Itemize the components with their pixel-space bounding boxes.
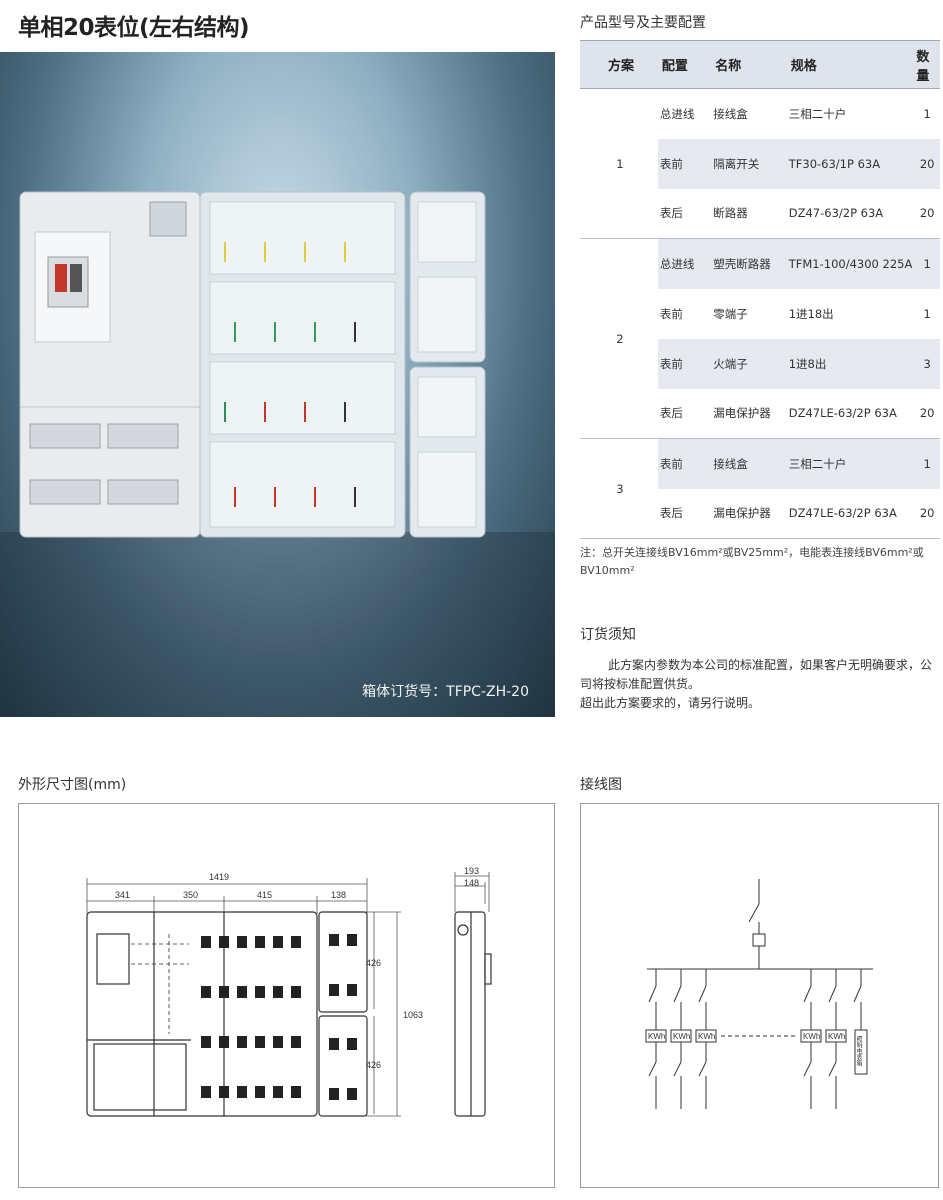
col-header-qty: 数量	[912, 40, 940, 89]
dim-width-2: 350	[183, 890, 198, 900]
qty-cell: 20	[912, 188, 940, 239]
name-cell: 火端子	[711, 338, 787, 389]
reserve-label: 照明电表箱	[855, 1036, 862, 1067]
scheme-cell: 1	[580, 88, 658, 239]
scheme-cell: 2	[580, 238, 658, 439]
dim-section-height-bottom: 426	[366, 1060, 381, 1070]
meter-label: KWh	[803, 1032, 820, 1041]
spec-cell: DZ47-63/2P 63A	[786, 188, 913, 239]
meter-label: KWh	[698, 1032, 715, 1041]
table-row: 表后 断路器 DZ47-63/2P 63A 20	[580, 188, 940, 239]
config-section-title: 产品型号及主要配置	[580, 15, 706, 31]
dim-width-1: 341	[115, 890, 130, 900]
qty-cell: 20	[912, 138, 940, 189]
config-cell: 表前	[657, 138, 712, 189]
spec-cell: DZ47LE-63/2P 63A	[786, 488, 913, 539]
dim-section-height-top: 426	[366, 958, 381, 968]
spec-cell: 1进18出	[788, 306, 834, 321]
order-line-2: 超出此方案要求的，请另行说明。	[580, 696, 761, 710]
dimension-drawing-box: 1419 341 350 415 138 1063 426 426	[18, 803, 555, 1188]
wiring-note: 注：总开关连接线BV16mm²或BV25mm²，电能表连接线BV6mm²或BV1…	[580, 546, 924, 577]
col-header-scheme: 方案	[580, 40, 658, 89]
name-cell: 漏电保护器	[711, 388, 787, 439]
spec-cell: TFM1-100/4300 225A	[786, 238, 913, 289]
qty-cell: 1	[912, 238, 940, 289]
dimension-section-title: 外形尺寸图(mm)	[18, 777, 127, 793]
dim-side-depth-outer: 193	[464, 866, 479, 876]
page-title: 单相20表位(左右结构)	[18, 15, 250, 41]
config-cell: 总进线	[659, 106, 695, 121]
qty-cell: 1	[923, 106, 931, 121]
col-header-config: 配置	[657, 40, 712, 89]
table-header-row: 方案 配置 名称 规格 数量	[580, 40, 940, 89]
dim-total-width: 1419	[209, 872, 229, 882]
col-header-name: 名称	[711, 40, 787, 89]
dim-height: 1063	[403, 1010, 423, 1020]
table-row: 表后 漏电保护器 DZ47LE-63/2P 63A 20	[580, 488, 940, 539]
name-cell: 漏电保护器	[711, 488, 787, 539]
config-cell: 表后	[657, 188, 712, 239]
name-cell: 接线盒	[713, 106, 748, 121]
config-cell: 表后	[657, 388, 712, 439]
qty-cell: 20	[912, 488, 940, 539]
scheme-cell: 3	[580, 438, 658, 539]
table-row: 表后 漏电保护器 DZ47LE-63/2P 63A 20	[580, 388, 940, 439]
name-cell: 零端子	[713, 306, 748, 321]
config-cell: 总进线	[657, 238, 712, 289]
order-notes: 此方案内参数为本公司的标准配置，如果客户无明确要求，公司将按标准配置供货。 超出…	[580, 656, 942, 713]
config-cell: 表后	[657, 488, 712, 539]
config-cell: 表前	[657, 338, 712, 389]
spec-cell: 三相二十户	[786, 438, 913, 489]
dim-side-depth-inner: 148	[464, 878, 479, 888]
qty-cell: 3	[912, 338, 940, 389]
meter-label: KWh	[828, 1032, 845, 1041]
product-photo: 箱体订货号：TFPC-ZH-20	[0, 52, 555, 717]
qty-cell: 1	[912, 438, 940, 489]
qty-cell: 1	[923, 306, 931, 321]
table-row: 3 表前 接线盒 三相二十户 1	[580, 438, 940, 539]
spec-cell: TF30-63/1P 63A	[786, 138, 913, 189]
branch-lines	[645, 969, 868, 1109]
photo-caption: 箱体订货号：TFPC-ZH-20	[362, 684, 529, 700]
order-line-1: 此方案内参数为本公司的标准配置，如果客户无明确要求，公司将按标准配置供货。	[580, 658, 933, 691]
col-header-spec: 规格	[786, 40, 913, 89]
enclosure-illustration	[0, 191, 555, 717]
meter-label: KWh	[648, 1032, 665, 1041]
order-section-title: 订货须知	[580, 627, 636, 643]
table-row: 1 总进线 接线盒 三相二十户 1	[580, 88, 940, 239]
table-row: 2 总进线 塑壳断路器 TFM1-100/4300 225A 1	[580, 238, 940, 439]
meter-label: KWh	[673, 1032, 690, 1041]
name-cell: 塑壳断路器	[711, 238, 787, 289]
config-table: 方案 配置 名称 规格 数量 1 总进线 接线盒 三相二十户 1 表前 隔离开关…	[580, 40, 940, 539]
table-row: 表前 零端子 1进18出 1	[580, 289, 940, 339]
name-cell: 接线盒	[711, 438, 787, 489]
config-cell: 表前	[659, 306, 683, 321]
config-cell: 表前	[657, 438, 712, 489]
table-row: 表前 隔离开关 TF30-63/1P 63A 20	[580, 138, 940, 189]
spec-cell: 三相二十户	[788, 106, 847, 121]
name-cell: 断路器	[711, 188, 787, 239]
wiring-diagram-box: KWh KWh KWh KWh KWh 照明电表箱	[580, 803, 939, 1188]
wiring-diagram: KWh KWh KWh KWh KWh 照明电表箱	[645, 879, 873, 1109]
name-cell: 隔离开关	[711, 138, 787, 189]
wiring-section-title: 接线图	[580, 777, 622, 793]
table-row: 表前 火端子 1进8出 3	[580, 338, 940, 389]
qty-cell: 20	[912, 388, 940, 439]
dim-width-4: 138	[331, 890, 346, 900]
spec-cell: 1进8出	[786, 338, 913, 389]
dimension-drawing: 1419 341 350 415 138 1063 426 426	[86, 866, 492, 1117]
dim-width-3: 415	[257, 890, 272, 900]
spec-cell: DZ47LE-63/2P 63A	[786, 388, 913, 439]
